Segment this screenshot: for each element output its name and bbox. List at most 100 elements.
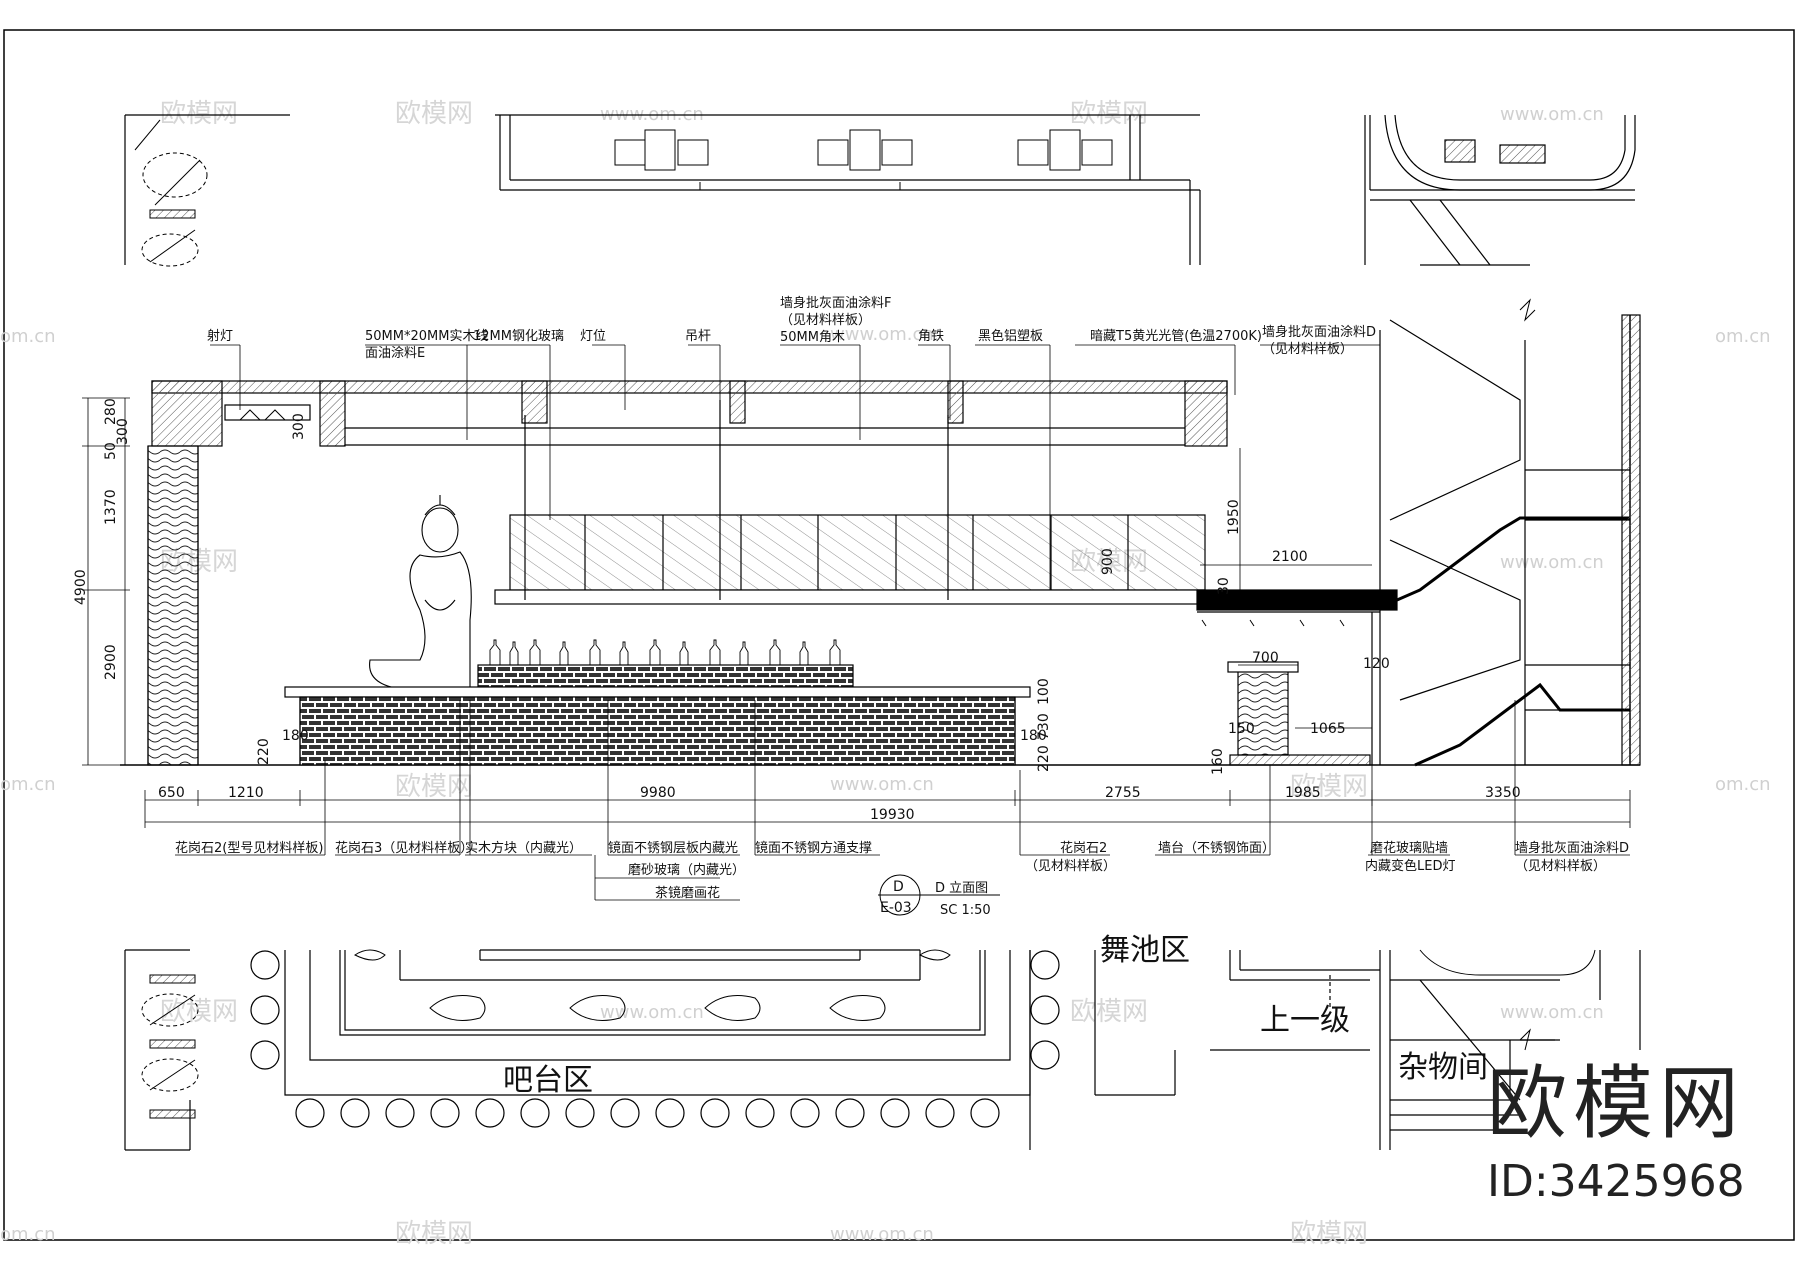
misc-dimension-lines <box>1200 448 1372 729</box>
top-plan-fragment <box>124 114 1636 267</box>
zone-labels: 吧台区 舞池区 上一级 杂物间 <box>503 933 1488 1098</box>
svg-text:欧模网: 欧模网 <box>1290 772 1368 802</box>
svg-text:欧模网: 欧模网 <box>395 99 473 129</box>
zone-dance-floor: 舞池区 <box>1100 933 1190 968</box>
svg-text:3350: 3350 <box>1485 785 1521 801</box>
svg-text:om.cn: om.cn <box>0 1224 56 1245</box>
svg-text:300: 300 <box>115 418 131 445</box>
svg-text:160: 160 <box>1210 748 1226 775</box>
svg-text:1985: 1985 <box>1285 785 1321 801</box>
svg-text:欧模网: 欧模网 <box>1070 997 1148 1027</box>
top-leaders <box>210 344 1381 590</box>
svg-text:180: 180 <box>1020 728 1047 744</box>
note-black-panel: 黑色铝塑板 <box>978 328 1043 344</box>
svg-text:www.om.cn: www.om.cn <box>1500 1002 1604 1023</box>
note-frosted-glass: 磨砂玻璃（内藏光） <box>628 862 745 878</box>
svg-text:om.cn: om.cn <box>0 326 56 347</box>
note-t5-tube: 暗藏T5黄光光管(色温2700K) <box>1090 328 1262 344</box>
svg-text:1370: 1370 <box>103 489 119 525</box>
note-steel-support: 镜面不锈钢方通支撑 <box>755 840 872 856</box>
svg-text:220: 220 <box>1036 745 1052 772</box>
svg-text:180: 180 <box>282 728 309 744</box>
brand-logo: 欧模网 <box>1487 1057 1745 1150</box>
note-paint-d: 墙身批灰面油涂料D <box>1262 324 1376 340</box>
svg-text:900: 900 <box>1100 548 1116 575</box>
left-dimension-labels: 300 50 280 1370 4900 2900 220 180 <box>73 398 309 765</box>
zone-up-one-level: 上一级 <box>1260 1003 1350 1038</box>
note-material-sample-g2: （见材料样板） <box>1025 859 1116 874</box>
brand-watermark: 欧模网 ID:3425968 <box>1487 1057 1745 1208</box>
note-wood-block: 实木方块（内藏光） <box>465 840 582 856</box>
svg-text:欧模网: 欧模网 <box>1290 1219 1368 1249</box>
svg-text:150: 150 <box>1228 721 1255 737</box>
svg-text:欧模网: 欧模网 <box>395 772 473 802</box>
note-angle-iron: 角铁 <box>918 329 944 344</box>
note-granite-3: 花岗石3（见材料样板） <box>335 840 473 856</box>
note-material-sample-f: （见材料样板） <box>780 313 871 328</box>
svg-text:730: 730 <box>1036 713 1052 740</box>
svg-text:www.om.cn: www.om.cn <box>1500 552 1604 573</box>
note-tea-mirror: 茶镜磨画花 <box>655 885 720 901</box>
svg-text:欧模网: 欧模网 <box>160 997 238 1027</box>
note-frosted-wall-glass: 磨花玻璃贴墙 <box>1370 840 1448 856</box>
sheet-border <box>3 29 1795 1241</box>
zone-storage: 杂物间 <box>1398 1050 1488 1085</box>
svg-text:欧模网: 欧模网 <box>395 1219 473 1249</box>
svg-text:220: 220 <box>256 738 272 765</box>
note-granite-2: 花岗石2(型号见材料样板) <box>175 840 323 856</box>
svg-text:280: 280 <box>103 398 119 425</box>
svg-text:www.om.cn: www.om.cn <box>830 324 934 345</box>
svg-text:30: 30 <box>1216 577 1232 595</box>
misc-dimensions: 300 1950 2100 900 30 700 120 150 1065 16… <box>291 413 1390 775</box>
drawing-tag-sheet: E-03 <box>880 900 912 916</box>
brand-id: ID:3425968 <box>1487 1156 1745 1207</box>
svg-text:120: 120 <box>1363 656 1390 672</box>
drawing-title-block: D E-03 D 立面图 SC 1:50 <box>878 874 1000 918</box>
svg-text:www.om.cn: www.om.cn <box>600 1002 704 1023</box>
svg-text:2100: 2100 <box>1272 549 1308 565</box>
svg-text:9980: 9980 <box>640 785 676 801</box>
svg-text:100: 100 <box>1036 678 1052 705</box>
svg-text:1950: 1950 <box>1226 499 1242 535</box>
svg-text:www.om.cn: www.om.cn <box>830 1224 934 1245</box>
bottom-leaders <box>175 700 1630 901</box>
svg-text:2900: 2900 <box>103 644 119 680</box>
svg-text:om.cn: om.cn <box>1715 326 1771 347</box>
bottom-notes: 花岗石2(型号见材料样板) 花岗石3（见材料样板） 实木方块（内藏光） 镜面不锈… <box>175 840 1629 901</box>
svg-text:om.cn: om.cn <box>0 774 56 795</box>
note-material-sample-d: （见材料样板） <box>1262 342 1353 357</box>
drawing-title: D 立面图 <box>935 881 988 896</box>
drawing-tag-letter: D <box>893 879 904 895</box>
note-led-light: 内藏变色LED灯 <box>1365 858 1455 874</box>
svg-text:2755: 2755 <box>1105 785 1141 801</box>
svg-text:欧模网: 欧模网 <box>160 99 238 129</box>
note-wall-counter: 墙台（不锈钢饰面） <box>1158 841 1275 856</box>
svg-text:www.om.cn: www.om.cn <box>830 774 934 795</box>
note-angle-wood: 50MM角木 <box>780 330 845 345</box>
note-paint-e: 面油涂料E <box>365 345 425 361</box>
note-steel-shelf: 镜面不锈钢层板内藏光 <box>608 840 738 856</box>
svg-text:www.om.cn: www.om.cn <box>1500 104 1604 125</box>
top-notes: 射灯 50MM*20MM实木线 面油涂料E 12MM钢化玻璃 灯位 吊杆 墙身批… <box>207 295 1376 361</box>
note-material-sample-d-bottom: （见材料样板） <box>1515 859 1606 874</box>
note-paint-f: 墙身批灰面油涂料F <box>780 295 891 311</box>
svg-text:300: 300 <box>291 413 307 440</box>
svg-text:50: 50 <box>103 442 119 460</box>
svg-text:4900: 4900 <box>73 569 89 605</box>
zone-bar: 吧台区 <box>503 1063 593 1098</box>
elevation <box>120 298 1641 767</box>
svg-text:欧模网: 欧模网 <box>1070 99 1148 129</box>
svg-text:700: 700 <box>1252 650 1279 666</box>
total-dimension: 19930 <box>870 807 915 823</box>
bottom-dimension-labels: 650 1210 9980 2755 1985 3350 19930 <box>158 785 1521 823</box>
bottom-dimension-lines <box>144 790 1631 828</box>
bottom-plan <box>124 949 1641 1151</box>
note-light-position: 灯位 <box>580 329 606 344</box>
left-dimensions <box>82 397 130 766</box>
note-granite-2b: 花岗石2 <box>1060 840 1107 856</box>
drawing-scale: SC 1:50 <box>940 903 991 918</box>
note-tempered-glass: 12MM钢化玻璃 <box>473 329 564 344</box>
note-hanging-rod: 吊杆 <box>685 329 711 344</box>
svg-text:1210: 1210 <box>228 785 264 801</box>
